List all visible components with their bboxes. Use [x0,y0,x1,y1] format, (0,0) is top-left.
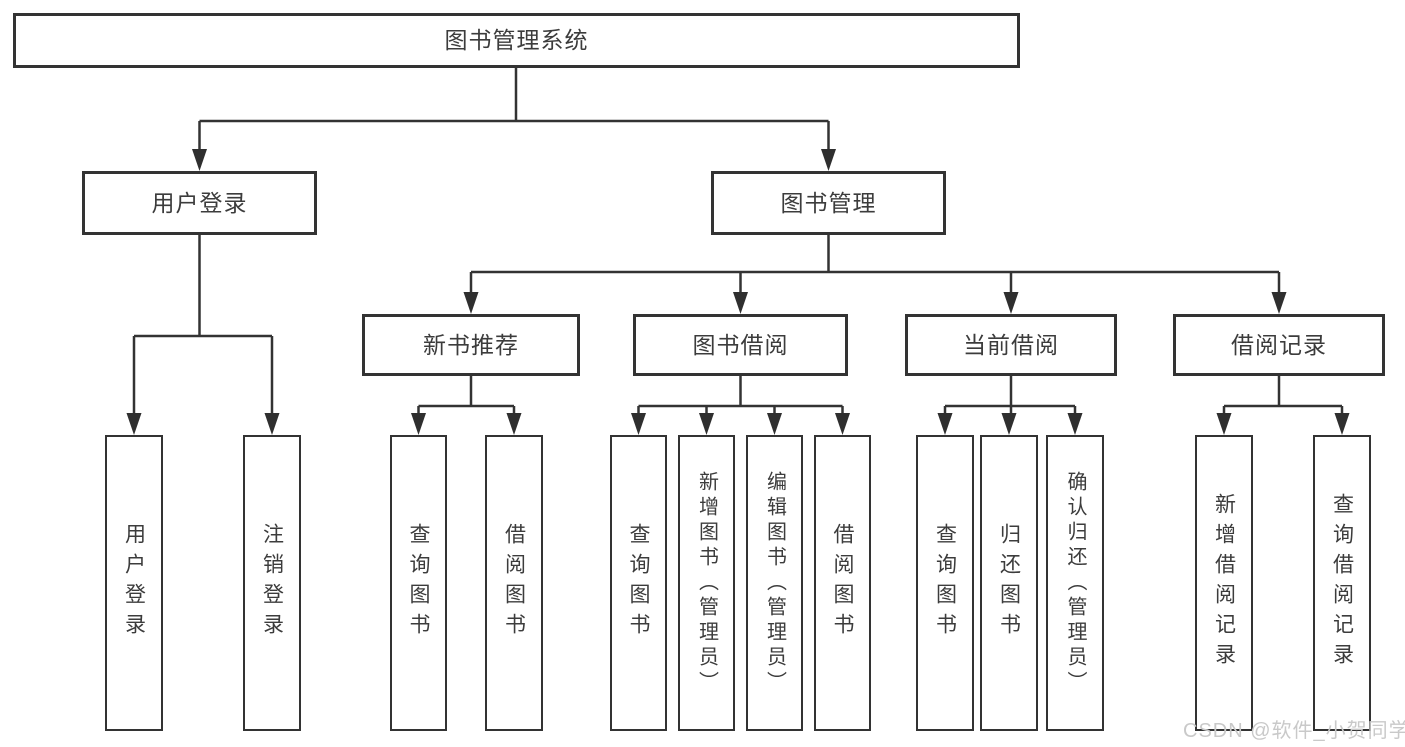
node-user-login: 用户登录 [82,171,317,235]
node-book-management: 图书管理 [711,171,946,235]
leaf-add-borrow-record: 新增借阅记录 [1195,435,1253,731]
leaf-user-login: 用户登录 [105,435,163,731]
arrowheads [126,149,1350,435]
watermark: CSDN @软件_小贺同学 [1183,720,1405,742]
node-new-book-recommendation: 新书推荐 [362,314,580,376]
leaf-query-books-recommend: 查询图书 [390,435,447,731]
node-current-borrowing: 当前借阅 [905,314,1117,376]
node-library-management-system: 图书管理系统 [13,13,1020,68]
leaf-borrow-books-recommend: 借阅图书 [485,435,543,731]
leaf-query-borrow-record: 查询借阅记录 [1313,435,1371,731]
leaf-query-books-current: 查询图书 [916,435,974,731]
leaf-add-books-admin: 新增图书（管理员） [678,435,735,731]
leaf-borrow-books-borrow: 借阅图书 [814,435,871,731]
node-borrowing-records: 借阅记录 [1173,314,1385,376]
node-book-borrowing: 图书借阅 [633,314,848,376]
leaf-return-books: 归还图书 [980,435,1038,731]
leaf-query-books-borrow: 查询图书 [610,435,667,731]
leaf-edit-books-admin: 编辑图书（管理员） [746,435,803,731]
leaf-confirm-return-admin: 确认归还（管理员） [1046,435,1104,731]
leaf-logout-login: 注销登录 [243,435,301,731]
